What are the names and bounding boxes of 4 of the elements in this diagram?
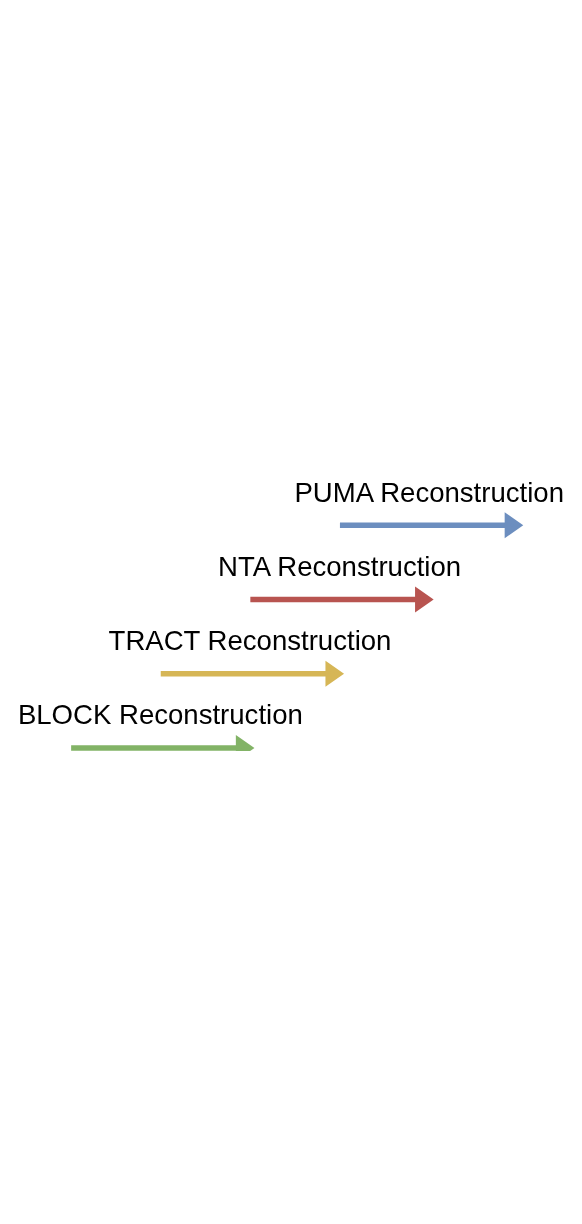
legend-label: NTA Reconstruction (218, 550, 462, 582)
legend-label: PUMA Reconstruction (294, 476, 564, 508)
legend-label: TRACT Reconstruction (108, 624, 392, 656)
legend-label: BLOCK Reconstruction (17, 698, 303, 730)
